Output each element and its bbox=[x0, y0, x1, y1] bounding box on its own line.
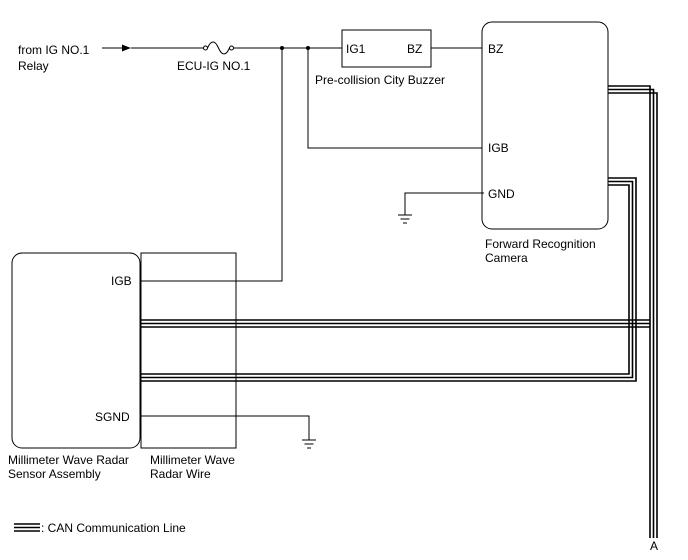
wire-label-line2: Radar Wire bbox=[150, 467, 211, 481]
radar-wire-box bbox=[140, 252, 237, 449]
camera-label-line1: Forward Recognition bbox=[485, 237, 596, 251]
source-arrow-icon bbox=[102, 44, 131, 52]
radar-igb-wire bbox=[141, 48, 283, 282]
can-line-camera-lower bbox=[141, 177, 637, 382]
buzzer-box bbox=[341, 29, 432, 68]
camera-box bbox=[481, 21, 609, 230]
legend-can-icon bbox=[14, 523, 40, 532]
camera-igb-wire bbox=[307, 48, 484, 149]
buzzer-pin-ig1: IG1 bbox=[346, 42, 366, 56]
radar-sgnd-wire bbox=[141, 415, 310, 440]
radar-label-line2: Sensor Assembly bbox=[8, 467, 101, 481]
buzzer-pin-bz: BZ bbox=[407, 42, 422, 56]
ground-icon-radar bbox=[302, 439, 316, 449]
buzzer-label: Pre-collision City Buzzer bbox=[315, 73, 445, 87]
connector-label-a: A bbox=[650, 539, 658, 553]
source-label-line2: Relay bbox=[18, 59, 49, 73]
wire-label-line1: Millimeter Wave bbox=[150, 453, 235, 467]
radar-pin-igb: IGB bbox=[111, 274, 132, 288]
can-line-camera-upper bbox=[608, 85, 658, 538]
camera-pin-igb: IGB bbox=[488, 141, 509, 155]
fuse-icon bbox=[203, 41, 234, 55]
camera-label-line2: Camera bbox=[485, 251, 528, 265]
camera-pin-bz: BZ bbox=[488, 42, 503, 56]
radar-pin-sgnd: SGND bbox=[95, 410, 130, 424]
ground-icon-camera bbox=[398, 214, 412, 224]
radar-label-line1: Millimeter Wave Radar bbox=[8, 453, 129, 467]
legend-text: : CAN Communication Line bbox=[41, 521, 186, 535]
camera-gnd-wire bbox=[404, 192, 484, 215]
can-line-radar-upper bbox=[141, 319, 650, 328]
camera-pin-gnd: GND bbox=[488, 187, 515, 201]
fuse-label: ECU-IG NO.1 bbox=[177, 59, 251, 73]
source-label-line1: from IG NO.1 bbox=[18, 43, 90, 57]
radar-box bbox=[11, 252, 141, 449]
